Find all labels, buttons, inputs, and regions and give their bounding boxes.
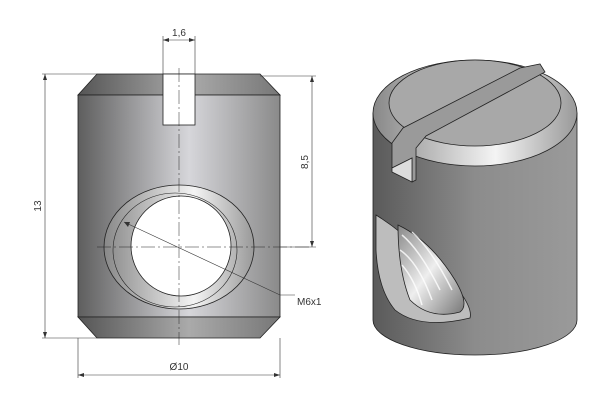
dim-hole-height: 8,5 [300,155,311,169]
dim-slot-width: 1,6 [172,28,186,39]
dim-diameter: Ø10 [170,362,189,373]
thread-leader-line [123,221,295,296]
front-view [77,68,312,345]
isometric-view [372,59,578,356]
hole-bore [130,195,232,297]
slot-side-face [391,157,413,183]
dim-height: 13 [33,200,44,212]
thread-line [112,192,238,308]
dim-thread: M6x1 [297,297,322,308]
dimension-arrows [43,38,314,377]
thread-grooves [399,231,453,306]
